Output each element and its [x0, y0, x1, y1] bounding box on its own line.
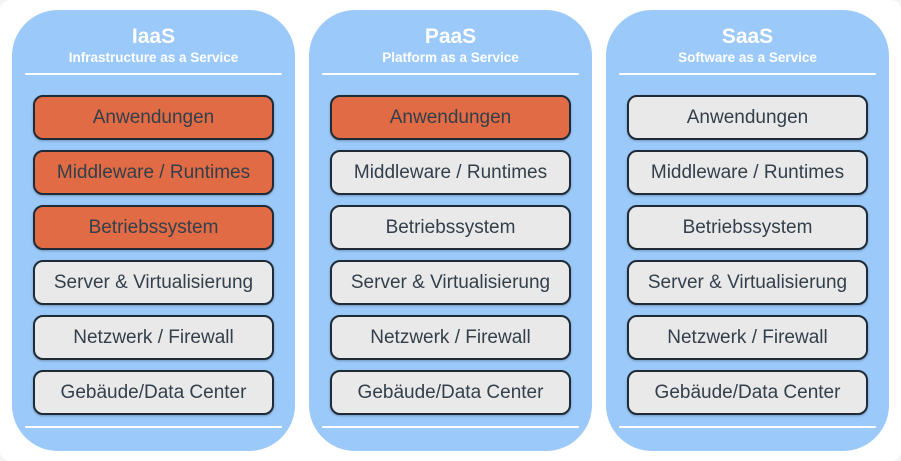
panel-title-iaas: IaaS	[131, 25, 176, 48]
bottom-divider	[322, 426, 579, 429]
layer-server-virtualisierung: Server & Virtualisierung	[330, 260, 571, 306]
layer-label: Server & Virtualisierung	[647, 271, 848, 293]
layer-gebaeude-data-center: Gebäude/Data Center	[627, 370, 868, 416]
panel-subtitle-iaas: Infrastructure as a Service	[68, 50, 239, 66]
layer-label: Anwendungen	[686, 106, 809, 128]
layer-label: Betriebssystem	[385, 216, 516, 238]
layer-betriebssystem: Betriebssystem	[627, 205, 868, 251]
layer-label: Netzwerk / Firewall	[370, 326, 531, 348]
layer-label: Server & Virtualisierung	[350, 271, 551, 293]
bottom-divider	[619, 426, 876, 429]
panels-row: IaaS Infrastructure as a Service Anwendu…	[12, 10, 889, 451]
layer-middleware-runtimes: Middleware / Runtimes	[33, 150, 274, 196]
layer-label: Gebäude/Data Center	[357, 381, 544, 403]
panel-subtitle-paas: Platform as a Service	[382, 50, 519, 66]
panel-title-paas: PaaS	[424, 25, 477, 48]
top-divider	[619, 73, 876, 76]
layer-stack-saas: Anwendungen Middleware / Runtimes Betrie…	[606, 75, 889, 416]
top-divider	[25, 73, 282, 76]
top-divider	[322, 73, 579, 76]
layer-anwendungen: Anwendungen	[330, 95, 571, 141]
layer-middleware-runtimes: Middleware / Runtimes	[330, 150, 571, 196]
bottom-divider	[25, 426, 282, 429]
layer-label: Server & Virtualisierung	[53, 271, 254, 293]
panel-subtitle-saas: Software as a Service	[678, 50, 817, 66]
layer-label: Anwendungen	[389, 106, 512, 128]
layer-gebaeude-data-center: Gebäude/Data Center	[33, 370, 274, 416]
layer-label: Betriebssystem	[682, 216, 813, 238]
layer-middleware-runtimes: Middleware / Runtimes	[627, 150, 868, 196]
layer-netzwerk-firewall: Netzwerk / Firewall	[330, 315, 571, 361]
layer-stack-iaas: Anwendungen Middleware / Runtimes Betrie…	[12, 75, 295, 416]
layer-server-virtualisierung: Server & Virtualisierung	[627, 260, 868, 306]
layer-anwendungen: Anwendungen	[33, 95, 274, 141]
layer-label: Middleware / Runtimes	[56, 161, 251, 183]
layer-betriebssystem: Betriebssystem	[33, 205, 274, 251]
panel-iaas: IaaS Infrastructure as a Service Anwendu…	[12, 10, 295, 451]
layer-netzwerk-firewall: Netzwerk / Firewall	[627, 315, 868, 361]
layer-label: Betriebssystem	[88, 216, 219, 238]
layer-gebaeude-data-center: Gebäude/Data Center	[330, 370, 571, 416]
layer-label: Gebäude/Data Center	[654, 381, 841, 403]
layer-netzwerk-firewall: Netzwerk / Firewall	[33, 315, 274, 361]
panel-paas: PaaS Platform as a Service Anwendungen M…	[309, 10, 592, 451]
layer-anwendungen: Anwendungen	[627, 95, 868, 141]
layer-label: Netzwerk / Firewall	[73, 326, 234, 348]
layer-label: Middleware / Runtimes	[650, 161, 845, 183]
layer-label: Gebäude/Data Center	[60, 381, 247, 403]
layer-label: Netzwerk / Firewall	[667, 326, 828, 348]
panel-title-saas: SaaS	[721, 25, 774, 48]
layer-betriebssystem: Betriebssystem	[330, 205, 571, 251]
layer-server-virtualisierung: Server & Virtualisierung	[33, 260, 274, 306]
layer-label: Anwendungen	[92, 106, 215, 128]
layer-stack-paas: Anwendungen Middleware / Runtimes Betrie…	[309, 75, 592, 416]
layer-label: Middleware / Runtimes	[353, 161, 548, 183]
panel-saas: SaaS Software as a Service Anwendungen M…	[606, 10, 889, 451]
